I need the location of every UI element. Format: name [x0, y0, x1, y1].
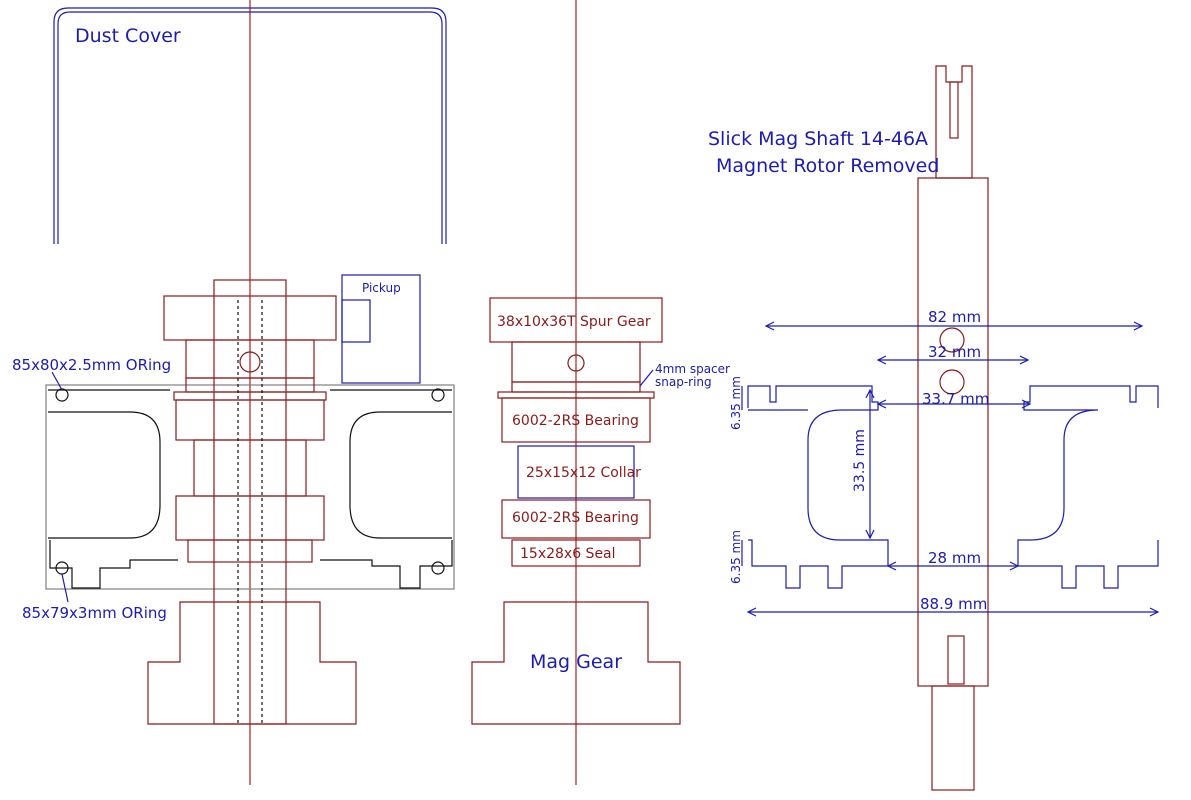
- mag-gear-label: Mag Gear: [530, 651, 622, 673]
- dim-6-35-bottom-label: 6.35 mm: [729, 530, 743, 584]
- rotor-removed-label: Magnet Rotor Removed: [716, 155, 939, 177]
- collar-label: 25x15x12 Collar: [526, 465, 641, 481]
- seal-label: 15x28x6 Seal: [520, 546, 616, 562]
- oring-bottom-label: 85x79x3mm ORing: [22, 604, 167, 622]
- dim-33-7-label: 33.7 mm: [922, 390, 989, 408]
- housing-left-view: [45, 384, 455, 590]
- dust-cover-label: Dust Cover: [75, 25, 181, 47]
- oring-bottom-leader: [61, 573, 69, 603]
- spacer-leader: [639, 369, 654, 387]
- shaft: [917, 65, 989, 791]
- bearing-top-label: 6002-2RS Bearing: [512, 413, 639, 429]
- snap-ring-label: snap-ring: [655, 375, 712, 389]
- bearing-bottom: [501, 499, 651, 539]
- spacer-label: 4mm spacer: [655, 362, 730, 376]
- dim-82-label: 82 mm: [928, 308, 981, 326]
- bearing-bottom-label: 6002-2RS Bearing: [512, 510, 639, 526]
- seal: [511, 539, 641, 567]
- dim-28-label: 28 mm: [928, 549, 981, 567]
- housing-cross-section: [747, 385, 1159, 589]
- shaft-title: Slick Mag Shaft 14-46A: [708, 128, 928, 150]
- spur-gear-label: 38x10x36T Spur Gear: [497, 314, 651, 330]
- dim-6-35-top-label: 6.35 mm: [729, 376, 743, 430]
- collar: [517, 445, 635, 499]
- dimension-lines: [741, 321, 1160, 617]
- oring-top-leader: [51, 371, 63, 391]
- dim-33-5-label: 33.5 mm: [852, 429, 868, 492]
- oring-top-label: 85x80x2.5mm ORing: [12, 356, 171, 374]
- dust-cover: Dust Cover: [53, 7, 447, 244]
- mag-gear: [471, 601, 681, 725]
- bearing-top: [501, 397, 651, 443]
- dim-88-9-label: 88.9 mm: [920, 595, 987, 613]
- dim-32-label: 32 mm: [928, 343, 981, 361]
- left-stack: [147, 279, 357, 725]
- pickup-label: Pickup: [362, 281, 401, 295]
- middle-exploded-stack: [471, 297, 681, 725]
- pickup: Pickup: [341, 274, 421, 384]
